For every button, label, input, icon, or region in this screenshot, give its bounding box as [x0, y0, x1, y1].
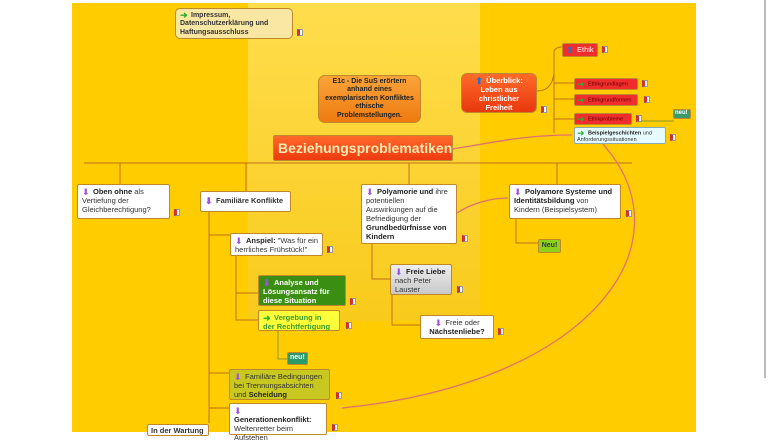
- arrow-down-icon: ⬇: [234, 372, 242, 383]
- ethik-node[interactable]: ⬆Ethik: [562, 43, 598, 57]
- arrow-right-icon: ➜: [577, 128, 585, 138]
- note-icon[interactable]: [636, 115, 642, 122]
- note-icon[interactable]: [642, 80, 648, 87]
- neu-badge-teal[interactable]: neu!: [287, 352, 308, 365]
- freie-liebe-node[interactable]: ⬇Freie Liebe nach Peter Lauster: [390, 264, 452, 295]
- overview-node[interactable]: ⬆Überblick: Leben aus christlicher Freih…: [461, 73, 537, 113]
- arrow-down-icon: ⬇: [234, 406, 242, 417]
- note-icon[interactable]: [626, 210, 632, 217]
- note-icon[interactable]: [350, 298, 356, 305]
- note-icon[interactable]: [332, 424, 338, 431]
- note-icon[interactable]: [346, 322, 352, 329]
- arrow-down-icon: ⬇: [235, 236, 243, 247]
- scrollbar[interactable]: [764, 0, 766, 378]
- anspiel-node[interactable]: ⬇Anspiel: "Was für ein herrliches Frühst…: [230, 233, 323, 256]
- goal-node[interactable]: E1c - Die SuS erörtern anhand eines exem…: [318, 75, 421, 123]
- wartung-node[interactable]: In der Wartung: [147, 424, 209, 436]
- arrow-right-icon: ➜: [577, 114, 585, 124]
- arrow-right-icon: ➜: [180, 10, 188, 20]
- ethik-child-node[interactable]: ➜Ethikgrundformen: [574, 94, 638, 106]
- arrow-right-icon: ➜: [577, 79, 585, 89]
- arrow-up-icon: ⬆: [475, 76, 483, 87]
- arrow-down-icon: ⬇: [263, 278, 271, 289]
- vergebung-node[interactable]: ➜Vergebung in der Rechtfertigung: [258, 310, 340, 331]
- root-node[interactable]: Beziehungsproblematiken: [273, 135, 453, 161]
- note-icon[interactable]: [644, 96, 650, 103]
- note-icon[interactable]: [327, 246, 333, 253]
- arrow-down-icon: ⬇: [395, 267, 403, 278]
- polyamore-systeme-node[interactable]: ⬇Polyamore Systeme und Identitätsbildung…: [509, 184, 621, 219]
- familiaere-konflikte-node[interactable]: ⬇Familiäre Konflikte: [200, 191, 291, 212]
- note-icon[interactable]: [462, 235, 468, 242]
- polyamorie-node[interactable]: ⬇Polyamorie und ihre potentiellen Auswir…: [361, 184, 457, 244]
- note-icon[interactable]: [541, 106, 547, 113]
- ethik-child-node[interactable]: ➜Ethikgrundlagen: [574, 78, 638, 90]
- bedingungen-node[interactable]: ⬇Familiäre Bedingungen bei Trennungsabsi…: [229, 369, 330, 400]
- arrow-down-icon: ⬇: [82, 187, 90, 198]
- neu-badge-green[interactable]: Neu!: [538, 239, 561, 253]
- note-icon[interactable]: [297, 29, 303, 36]
- note-icon[interactable]: [336, 392, 342, 399]
- connectors: [84, 46, 674, 423]
- oben-ohne-node[interactable]: ⬇Oben ohne als Vertiefung der Gleichbere…: [77, 184, 170, 219]
- arrow-down-icon: ⬇: [366, 187, 374, 198]
- note-icon[interactable]: [602, 46, 608, 53]
- arrow-up-icon: ⬆: [566, 45, 574, 56]
- note-icon[interactable]: [457, 286, 463, 293]
- note-icon[interactable]: [174, 209, 180, 216]
- analyse-node[interactable]: ⬇Analyse und Lösungsansatz für diese Sit…: [258, 275, 346, 306]
- arrow-right-icon: ➜: [263, 313, 271, 324]
- note-icon[interactable]: [498, 328, 504, 335]
- new-badge[interactable]: neu!: [673, 109, 691, 119]
- arrow-down-icon: ⬇: [434, 318, 443, 329]
- stories-node[interactable]: ➜Beispielgeschichten und Anforderungssit…: [574, 127, 666, 144]
- arrow-down-icon: ⬇: [514, 187, 522, 198]
- arrow-down-icon: ⬇: [205, 196, 213, 207]
- generationenkonflikt-node[interactable]: ⬇Generationenkonflikt: Weltenretter beim…: [229, 403, 327, 442]
- impressum-node[interactable]: ➜Impressum, Datenschutzerklärung und Haf…: [175, 8, 293, 39]
- arrow-right-icon: ➜: [577, 95, 585, 105]
- ethik-child-node[interactable]: ➜Ethikprobleme: [574, 113, 632, 125]
- note-icon[interactable]: [670, 134, 676, 141]
